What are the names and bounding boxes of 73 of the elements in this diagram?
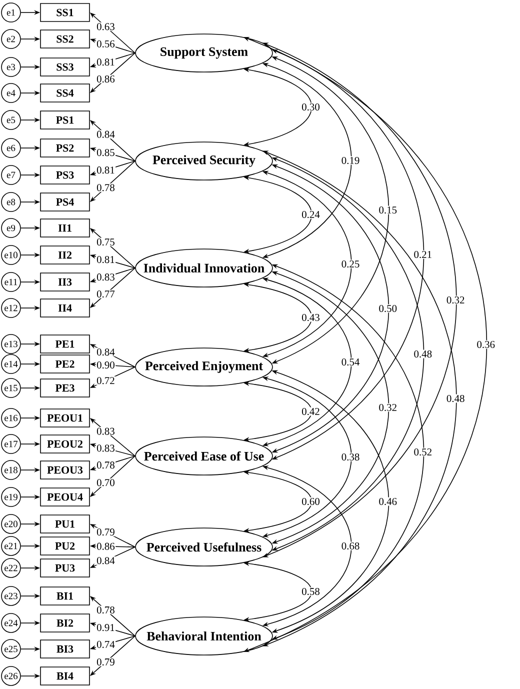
indicator-box: PU2 <box>40 536 90 556</box>
edge-label: 0.48 <box>446 394 466 403</box>
edge-label: 0.77 <box>96 290 116 298</box>
indicator-box: PEOU3 <box>40 460 90 480</box>
edge-label: 0.84 <box>96 348 116 356</box>
edge-label: 0.86 <box>96 542 116 551</box>
edge-label: 0.91 <box>96 623 116 632</box>
edge-label: 0.68 <box>340 542 360 550</box>
indicator-box: PE2 <box>40 354 90 374</box>
edge-label: 0.90 <box>96 360 116 370</box>
edge-label: 0.79 <box>96 528 116 536</box>
edge-label: 0.46 <box>378 497 398 506</box>
edge-label: 0.36 <box>476 340 496 349</box>
indicator-box: BI2 <box>40 614 90 632</box>
indicator-box: II1 <box>40 218 90 238</box>
edge-label: 0.42 <box>300 407 321 416</box>
edge-label: 0.74 <box>96 640 116 649</box>
indicator-box: PS3 <box>40 166 90 184</box>
edge-label: 0.32 <box>378 403 398 412</box>
edge-label: 0.78 <box>96 460 116 470</box>
edge-label: 0.38 <box>340 452 360 462</box>
indicator-box: II4 <box>40 298 90 318</box>
indicator-box: PE1 <box>40 334 90 354</box>
edge-label: 0.72 <box>96 376 116 385</box>
edge-label: 0.21 <box>413 250 433 259</box>
indicator-box: SS3 <box>40 58 90 76</box>
edge-label: 0.43 <box>300 313 321 322</box>
indicator-box: SS2 <box>40 30 90 48</box>
indicator-box: PEOU2 <box>40 434 90 454</box>
edge-label: 0.19 <box>340 156 360 165</box>
edge-label: 0.30 <box>300 102 321 112</box>
edge-label: 0.24 <box>300 210 321 219</box>
indicator-box: PEOU1 <box>40 408 90 428</box>
edge-label: 0.85 <box>96 148 116 157</box>
edge-label: 0.81 <box>96 255 116 264</box>
edge-label: 0.81 <box>96 166 116 174</box>
edge-label: 0.52 <box>413 448 433 456</box>
edge-label: 0.81 <box>96 58 116 66</box>
indicator-box: PE3 <box>40 378 90 398</box>
edge-label: 0.84 <box>96 130 116 139</box>
indicator-box: BI1 <box>40 586 90 606</box>
indicator-box: BI4 <box>40 666 90 686</box>
edge-label: 0.32 <box>446 296 466 304</box>
edge-label: 0.83 <box>96 427 116 436</box>
indicator-box: PEOU4 <box>40 488 90 506</box>
edge-label: 0.15 <box>378 206 398 214</box>
edge-label: 0.58 <box>300 587 321 596</box>
edge-label: 0.70 <box>96 478 116 487</box>
edge-label: 0.63 <box>96 22 116 31</box>
edge-label: 0.56 <box>96 40 116 48</box>
indicator-box: SS4 <box>40 84 90 102</box>
edge-label: 0.86 <box>96 74 116 84</box>
edge-label: 0.75 <box>96 238 116 246</box>
edge-label: 0.84 <box>96 556 116 565</box>
edge-label: 0.78 <box>96 606 116 614</box>
indicator-box: PS1 <box>40 110 90 130</box>
edge-label: 0.60 <box>300 497 321 506</box>
indicator-box: SS1 <box>40 3 90 22</box>
indicator-box: II3 <box>40 272 90 292</box>
edge-label: 0.48 <box>413 350 433 358</box>
indicator-box: PU3 <box>40 558 90 578</box>
indicator-box: PS2 <box>40 138 90 158</box>
edge-label: 0.50 <box>378 304 398 313</box>
indicator-box: II2 <box>40 246 90 264</box>
indicator-box: PS4 <box>40 192 90 212</box>
edge-label: 0.54 <box>340 358 360 366</box>
edge-label: 0.79 <box>96 658 116 666</box>
edge-label: 0.78 <box>96 183 116 192</box>
indicator-box: BI3 <box>40 640 90 658</box>
indicator-box: PU1 <box>40 514 90 534</box>
edge-label: 0.83 <box>96 272 116 282</box>
edge-label: 0.25 <box>340 260 360 268</box>
edge-label: 0.83 <box>96 444 116 452</box>
